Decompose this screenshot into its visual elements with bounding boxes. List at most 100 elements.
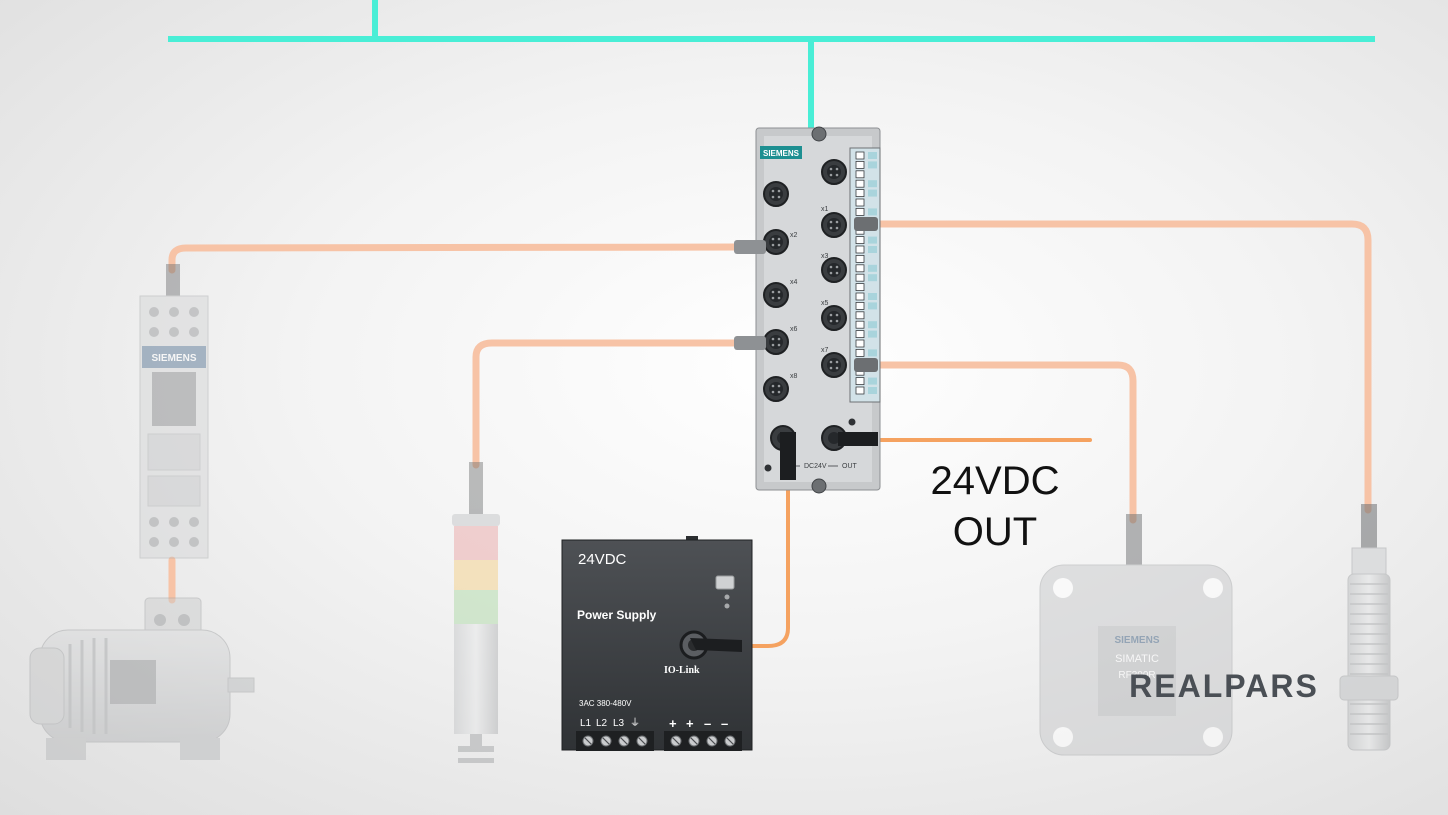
io-link-master: SIEMENS x2 x4 x6 x8 x1 x3 x5 x7 DC24V OU…	[734, 126, 881, 494]
status-led	[855, 160, 865, 169]
output-label-line2: OUT	[953, 510, 1037, 554]
status-led	[855, 198, 865, 207]
cable-prox-sensor	[876, 220, 1372, 514]
port-label-x5: x5	[821, 300, 829, 307]
port-label-x1: x1	[821, 206, 829, 213]
status-led	[855, 283, 865, 292]
rfid-reader: SIEMENS SIMATIC RF300R	[1039, 514, 1233, 756]
status-led	[855, 320, 865, 329]
psu-terminal-blocks	[576, 731, 742, 751]
status-led	[855, 245, 865, 254]
motor	[29, 597, 255, 760]
m12-port[interactable]	[763, 329, 789, 355]
m12-port[interactable]	[763, 376, 789, 402]
status-led	[855, 301, 865, 310]
status-led	[855, 377, 865, 386]
psu-terminal-l3: L3	[613, 718, 625, 729]
status-led	[855, 189, 865, 198]
status-led	[855, 179, 865, 188]
signal-tower	[452, 462, 500, 763]
psu-iolink-label: IO-Link	[664, 665, 700, 676]
cable-psu-to-master	[738, 476, 790, 648]
status-led-lens	[868, 208, 877, 216]
psu-title: Power Supply	[577, 608, 657, 622]
rfid-model-sub: RF300R	[1118, 670, 1155, 681]
status-led-lens	[868, 293, 877, 300]
port-label-x4: x4	[790, 279, 798, 286]
status-led-lens	[868, 387, 877, 394]
realpars-logo: REALPARS	[1129, 668, 1319, 704]
status-led-lens	[868, 180, 877, 188]
psu-out-minus-2: –	[721, 716, 728, 731]
status-led-lens	[868, 236, 877, 244]
m12-port[interactable]	[763, 229, 789, 255]
power-in-label: DC24V	[804, 463, 827, 470]
port-label-x6: x6	[790, 326, 798, 333]
status-led	[855, 273, 865, 282]
psu-terminal-l2: L2	[596, 718, 608, 729]
fieldbus-line	[168, 0, 1375, 132]
plug-x1	[854, 217, 878, 231]
power-supply: 24VDC Power Supply IO-Link 3AC 380-480V …	[561, 536, 753, 751]
m12-port[interactable]	[763, 282, 789, 308]
status-led	[855, 170, 865, 179]
output-label-line1: 24VDC	[931, 459, 1060, 503]
cable-rfid	[876, 361, 1137, 524]
m12-port[interactable]	[821, 305, 847, 331]
psu-terminal-pe: ⏚	[630, 717, 640, 729]
cable-contactor	[168, 243, 744, 274]
status-led-lens	[868, 246, 877, 253]
status-led	[855, 311, 865, 320]
cable-signal-tower	[472, 339, 744, 469]
status-led-lens	[868, 302, 877, 310]
status-led-lens	[868, 152, 877, 159]
status-led-lens	[868, 274, 877, 282]
m12-port[interactable]	[821, 159, 847, 185]
motor-contactor: SIEMENS	[139, 264, 209, 559]
status-led	[855, 151, 865, 160]
m12-port[interactable]	[821, 212, 847, 238]
psu-out-plus-1: +	[669, 716, 677, 731]
master-brand: SIEMENS	[763, 149, 800, 158]
status-led	[855, 236, 865, 245]
status-led	[855, 386, 865, 395]
status-led-lens	[868, 330, 877, 338]
status-led	[855, 254, 865, 263]
status-led	[855, 264, 865, 273]
master-brand-plate	[760, 146, 802, 159]
io-link-cables	[168, 220, 1372, 604]
m12-port[interactable]	[821, 257, 847, 283]
port-label-x3: x3	[821, 253, 829, 260]
rfid-model: SIMATIC	[1115, 653, 1159, 665]
status-led-lens	[868, 377, 877, 385]
psu-input-rating: 3AC 380-480V	[579, 699, 632, 708]
plug-x2	[734, 240, 766, 254]
m12-port[interactable]	[763, 181, 789, 207]
m12-port[interactable]	[821, 352, 847, 378]
proximity-sensor	[1339, 504, 1399, 751]
port-label-x8: x8	[790, 373, 798, 380]
psu-out-minus-1: –	[704, 716, 711, 731]
status-led-lens	[868, 349, 877, 357]
status-led	[855, 348, 865, 357]
port-label-x7: x7	[821, 347, 829, 354]
rfid-brand: SIEMENS	[1114, 635, 1159, 646]
psu-voltage: 24VDC	[578, 551, 627, 568]
plug-x7	[854, 358, 878, 372]
plug-dc24v-in	[780, 432, 796, 480]
psu-iolink-plug	[690, 638, 742, 652]
plug-dc24v-out	[838, 432, 878, 446]
port-label-x2: x2	[790, 232, 798, 239]
status-led	[855, 207, 865, 216]
status-led	[855, 339, 865, 348]
status-led-lens	[868, 321, 877, 329]
status-led	[855, 292, 865, 301]
status-led-lens	[868, 189, 877, 197]
status-led	[855, 330, 865, 339]
power-cables	[738, 438, 1092, 648]
psu-out-plus-2: +	[686, 716, 694, 731]
psu-display	[715, 575, 735, 590]
power-out-label: OUT	[842, 463, 858, 470]
contactor-brand: SIEMENS	[151, 353, 196, 364]
